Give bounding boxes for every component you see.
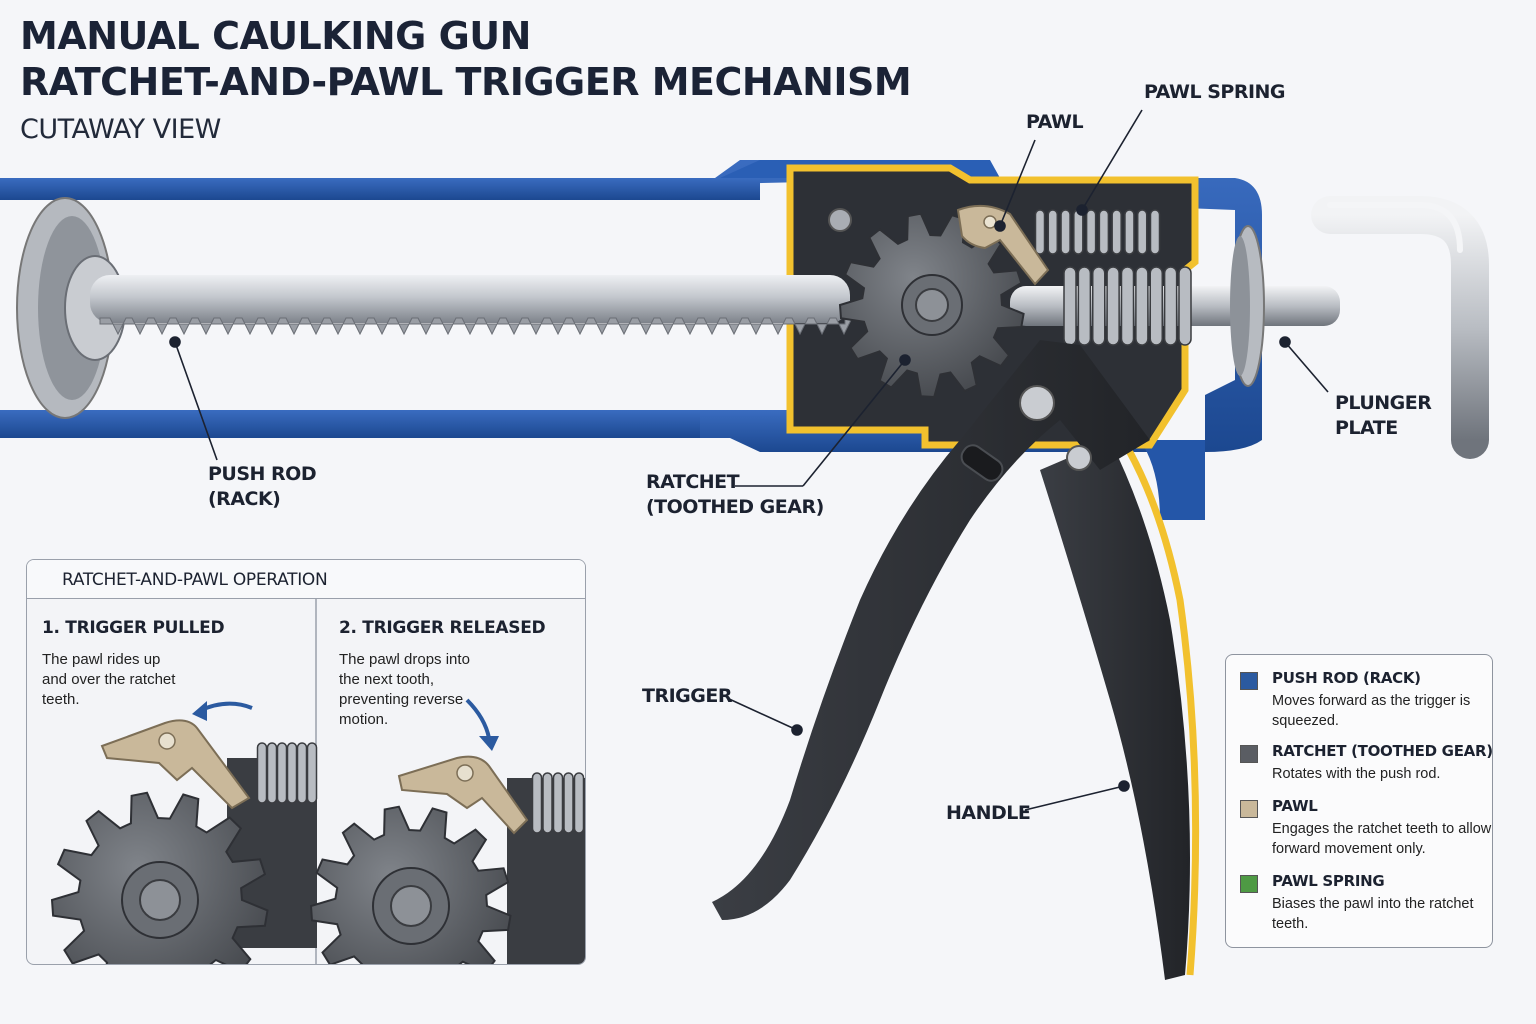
legend-desc: Moves forward as the trigger is squeezed… — [1272, 693, 1471, 729]
label-push-rod-sub: (RACK) — [208, 488, 281, 510]
legend-desc: Biases the pawl into the ratchet teeth. — [1272, 896, 1474, 932]
legend-swatch — [1240, 745, 1258, 763]
spring-coil — [1047, 209, 1059, 255]
spring-coil — [1098, 209, 1110, 255]
arrow-head-icon — [479, 736, 499, 751]
spring-coil — [1120, 266, 1135, 346]
inset-title: RATCHET-AND-PAWL OPERATION — [62, 570, 328, 590]
pawl-spring — [1034, 209, 1161, 255]
spring-coil — [1092, 266, 1106, 346]
spring-coil — [1149, 266, 1163, 346]
panel2-text: The pawl drops into the next tooth, prev… — [339, 651, 470, 728]
spring-coil — [266, 742, 278, 804]
spring-coil — [563, 772, 574, 834]
label-ratchet-sub: (TOOTHED GEAR) — [646, 496, 824, 518]
spring-coil — [276, 742, 288, 804]
label-handle: HANDLE — [946, 802, 1031, 824]
spring-coil — [1136, 209, 1148, 255]
spring-coil — [531, 772, 543, 834]
spring-coil — [1073, 209, 1084, 255]
push-rod-rack — [90, 275, 853, 336]
drop-arrow-icon — [465, 698, 491, 739]
panel1-text: The pawl rides up and over the ratchet t… — [42, 651, 176, 708]
spring-coil — [256, 742, 268, 804]
spring-coil — [1060, 209, 1071, 255]
operation-inset: RATCHET-AND-PAWL OPERATION 1. T — [26, 559, 586, 965]
page-title-line2: RATCHET-AND-PAWL TRIGGER MECHANISM — [20, 60, 912, 104]
spring-coil — [1124, 209, 1135, 255]
legend-title: PUSH ROD (RACK) — [1272, 669, 1421, 687]
spring-coil — [1178, 266, 1192, 346]
spring-coil — [1063, 266, 1077, 346]
legend-title: PAWL SPRING — [1272, 872, 1385, 890]
label-plunger: PLUNGER — [1335, 392, 1432, 414]
label-push-rod: PUSH ROD — [208, 463, 317, 485]
panel1-title: 1. TRIGGER PULLED — [42, 618, 225, 638]
legend-title: PAWL — [1272, 797, 1318, 815]
spring-coil — [1135, 266, 1149, 346]
spring-coil — [1111, 209, 1122, 255]
legend-swatch — [1240, 875, 1258, 893]
label-pawl: PAWL — [1026, 111, 1084, 133]
legend-swatch — [1240, 800, 1258, 818]
label-ratchet: RATCHET — [646, 471, 740, 493]
label-plunger-sub: PLATE — [1335, 417, 1398, 439]
spring-coil — [542, 772, 553, 834]
trigger — [712, 340, 1150, 920]
spring-coil — [296, 742, 308, 804]
page-subtitle: CUTAWAY VIEW — [20, 114, 221, 145]
spring-coil — [1034, 209, 1046, 255]
spring-coil — [1077, 266, 1092, 346]
legend: PUSH ROD (RACK) Moves forward as the tri… — [1225, 654, 1493, 948]
spring-coil — [552, 772, 564, 834]
panel2-mechanism — [309, 698, 585, 964]
label-trigger: TRIGGER — [642, 685, 732, 707]
inset-header — [27, 560, 585, 599]
handle — [1040, 433, 1200, 980]
legend-desc: Rotates with the push rod. — [1272, 766, 1441, 782]
panel1-mechanism — [50, 701, 318, 964]
leader-lines — [169, 109, 1329, 811]
arrow-head-icon — [192, 701, 207, 721]
inset-illustration — [50, 598, 585, 964]
pawl — [956, 204, 1050, 286]
spring-coil — [1085, 209, 1097, 255]
spring-coil — [286, 742, 298, 804]
spring-coil — [1163, 266, 1178, 346]
spring-coil — [1106, 266, 1120, 346]
legend-swatch — [1240, 672, 1258, 690]
main-spring — [1063, 266, 1192, 346]
legend-desc: Engages the ratchet teeth to allow forwa… — [1272, 821, 1492, 857]
label-pawl-spring: PAWL SPRING — [1144, 81, 1286, 103]
legend-title: RATCHET (TOOTHED GEAR) — [1272, 742, 1493, 760]
page-title: MANUAL CAULKING GUN — [20, 14, 531, 58]
ratchet-gear — [838, 212, 1025, 399]
spring-coil — [306, 742, 318, 804]
panel2-title: 2. TRIGGER RELEASED — [339, 618, 546, 638]
spring-coil — [1149, 209, 1161, 255]
spring-coil — [573, 772, 585, 834]
